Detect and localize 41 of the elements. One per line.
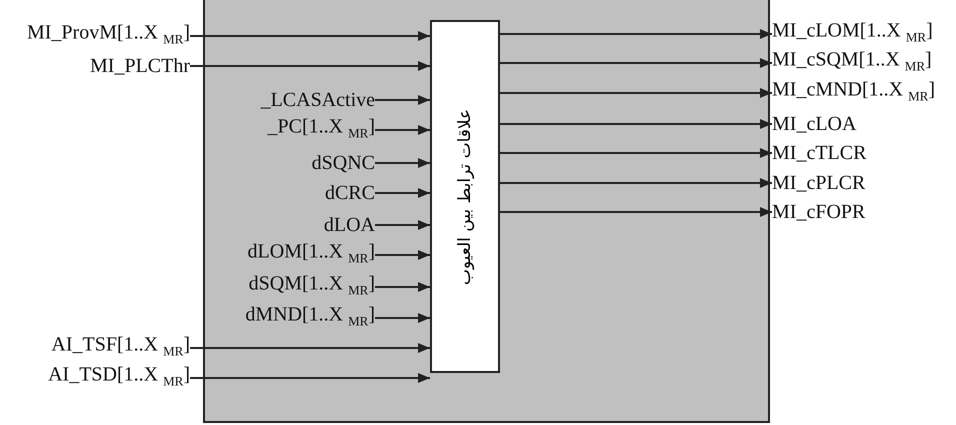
arrow bbox=[500, 119, 772, 129]
signal-label: dLOA bbox=[324, 214, 375, 236]
signal-label: dSQNC bbox=[312, 152, 375, 174]
arrow bbox=[190, 61, 430, 71]
arrow bbox=[500, 58, 772, 68]
process-box bbox=[430, 20, 500, 373]
signal-label: dLOM[1..X $_{MR}$] bbox=[248, 240, 375, 270]
signal-label: MI_ProvM[1..X $_{MR}$] bbox=[26, 22, 190, 50]
arrow bbox=[190, 373, 430, 383]
signal-label: _LCASActive bbox=[260, 89, 375, 111]
arrow bbox=[375, 125, 430, 135]
signal-label: MI_cLOA bbox=[772, 113, 856, 135]
signal-label: dCRC bbox=[324, 182, 375, 204]
signal-label: MI_cSQM[1..X $_{MR}$] bbox=[772, 48, 932, 78]
signal-label: dSQM[1..X $_{MR}$] bbox=[248, 272, 375, 302]
arrow bbox=[500, 88, 772, 98]
signal-label: AI_TSF[1..X $_{MR}$] bbox=[51, 334, 190, 362]
vertical-label: علاقات ترابط بين العيوب bbox=[455, 108, 475, 285]
arrow bbox=[375, 220, 430, 230]
signal-label: MI_PLCThr bbox=[90, 55, 190, 77]
arrow bbox=[500, 148, 772, 158]
block-box bbox=[203, 0, 770, 423]
arrow bbox=[375, 313, 430, 323]
arrow bbox=[375, 158, 430, 168]
signal-label: dMND[1..X $_{MR}$] bbox=[245, 304, 375, 332]
arrow bbox=[375, 95, 430, 105]
signal-label: _PC[1..X $_{MR}$] bbox=[268, 116, 375, 144]
arrow bbox=[190, 31, 430, 41]
arrow bbox=[500, 178, 772, 188]
arrow bbox=[375, 250, 430, 260]
signal-label: MI_cLOM[1..X $_{MR}$] bbox=[772, 20, 933, 48]
arrow bbox=[375, 282, 430, 292]
signal-label: MI_cFOPR bbox=[772, 201, 866, 223]
arrow bbox=[500, 29, 772, 39]
signal-label: MI_cMND[1..X $_{MR}$] bbox=[772, 78, 935, 108]
arrow bbox=[375, 188, 430, 198]
signal-label: MI_cTLCR bbox=[772, 142, 866, 164]
arrow bbox=[500, 207, 772, 217]
signal-label: MI_cPLCR bbox=[772, 172, 866, 194]
signal-label: AI_TSD[1..X $_{MR}$] bbox=[48, 364, 190, 392]
arrow bbox=[190, 343, 430, 353]
